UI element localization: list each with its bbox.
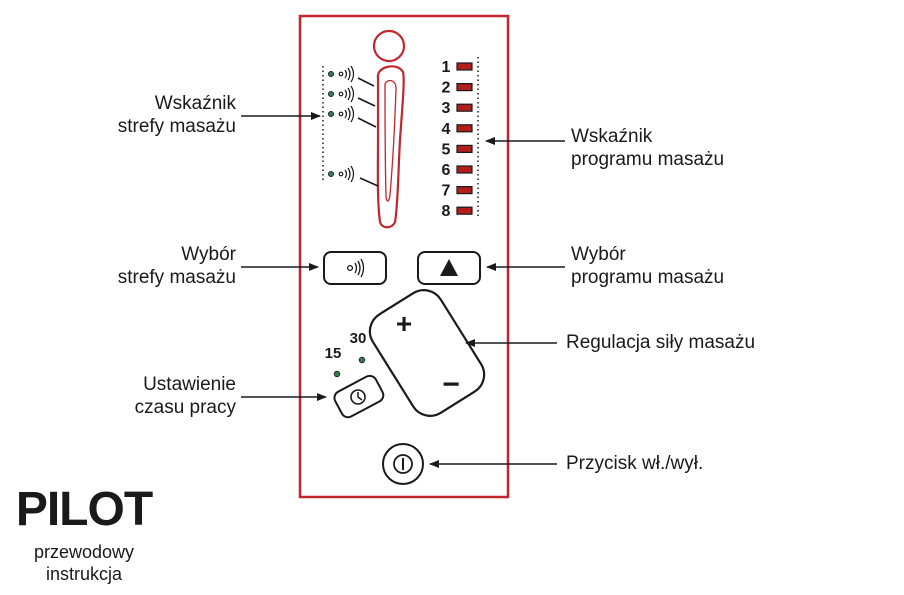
callout-timer: Ustawienie czasu pracy	[96, 373, 236, 419]
program-led	[456, 82, 473, 92]
program-number: 1	[442, 59, 451, 76]
program-row: 2	[442, 80, 473, 97]
intensity-plus-symbol[interactable]: +	[396, 308, 412, 339]
callout-zone-indicator-line2: strefy masażu	[117, 116, 236, 137]
zone-led-2	[327, 85, 376, 107]
callout-power: Przycisk wł./wył.	[566, 452, 766, 475]
program-number: 7	[442, 183, 451, 200]
program-number: 4	[442, 121, 451, 138]
zone-led-3	[327, 105, 377, 128]
timer-button[interactable]	[332, 373, 386, 419]
program-led	[456, 62, 473, 71]
vibration-icon	[346, 258, 365, 278]
timer-led-15	[333, 370, 341, 378]
callout-program-select: Wybór programu masażu	[571, 243, 761, 289]
program-row: 8	[442, 203, 473, 220]
program-row: 5	[442, 141, 473, 158]
intensity-minus-symbol[interactable]: −	[442, 368, 460, 401]
program-led	[456, 186, 473, 195]
callout-zone-indicator: Wskaźnik strefy masażu	[96, 92, 236, 138]
callout-program-indicator-line2: programu masażu	[571, 149, 725, 170]
timer-option-30: 30	[350, 330, 367, 347]
callout-timer-line1: Ustawienie	[143, 374, 236, 395]
zone-select-button[interactable]	[323, 251, 387, 285]
callout-zone-select-line1: Wybór	[181, 244, 236, 265]
zone-indicator	[322, 65, 379, 187]
program-number: 8	[442, 203, 451, 220]
callout-zone-indicator-line1: Wskaźnik	[154, 93, 236, 114]
up-triangle-icon	[440, 259, 458, 276]
callout-zone-select: Wybór strefy masażu	[96, 243, 236, 289]
timer-led-30	[358, 356, 366, 364]
callout-power-line1: Przycisk wł./wył.	[566, 453, 704, 474]
program-led	[456, 124, 473, 133]
pilot-subtitle-line1: przewodowy	[33, 542, 135, 562]
program-indicator: 1 2 3 4 5 6 7 8	[442, 57, 479, 220]
callout-zone-select-line2: strefy masażu	[117, 267, 236, 288]
program-number: 5	[442, 141, 451, 158]
program-row: 1	[442, 59, 473, 76]
intensity-rocker[interactable]	[362, 283, 491, 424]
program-select-button[interactable]	[417, 251, 481, 285]
callout-program-select-line2: programu masażu	[571, 267, 725, 288]
program-number: 3	[442, 100, 451, 117]
program-row: 3	[442, 100, 473, 117]
zone-led-1	[327, 65, 375, 87]
power-button[interactable]	[382, 443, 424, 485]
callout-program-indicator-line1: Wskaźnik	[571, 126, 653, 147]
pilot-title: PILOT	[15, 483, 153, 536]
callout-timer-line2: czasu pracy	[134, 397, 236, 418]
program-row: 7	[442, 183, 473, 200]
callout-program-indicator: Wskaźnik programu masażu	[571, 125, 761, 171]
timer-option-15: 15	[325, 345, 342, 362]
power-icon	[393, 454, 413, 474]
callout-intensity: Regulacja siły masażu	[566, 331, 806, 354]
callout-program-select-line1: Wybór	[571, 244, 626, 265]
program-number: 6	[442, 162, 451, 179]
program-led	[456, 103, 473, 112]
program-led	[456, 144, 473, 153]
program-row: 4	[442, 121, 473, 138]
program-led	[456, 206, 473, 215]
zone-led-4	[327, 165, 379, 187]
program-number: 2	[442, 80, 451, 97]
callout-intensity-line1: Regulacja siły masażu	[566, 332, 756, 353]
pilot-subtitle-line2: instrukcja	[45, 564, 123, 584]
program-row: 6	[442, 162, 473, 179]
program-led	[456, 165, 473, 174]
human-silhouette-icon	[372, 29, 406, 229]
clock-icon	[350, 389, 366, 405]
